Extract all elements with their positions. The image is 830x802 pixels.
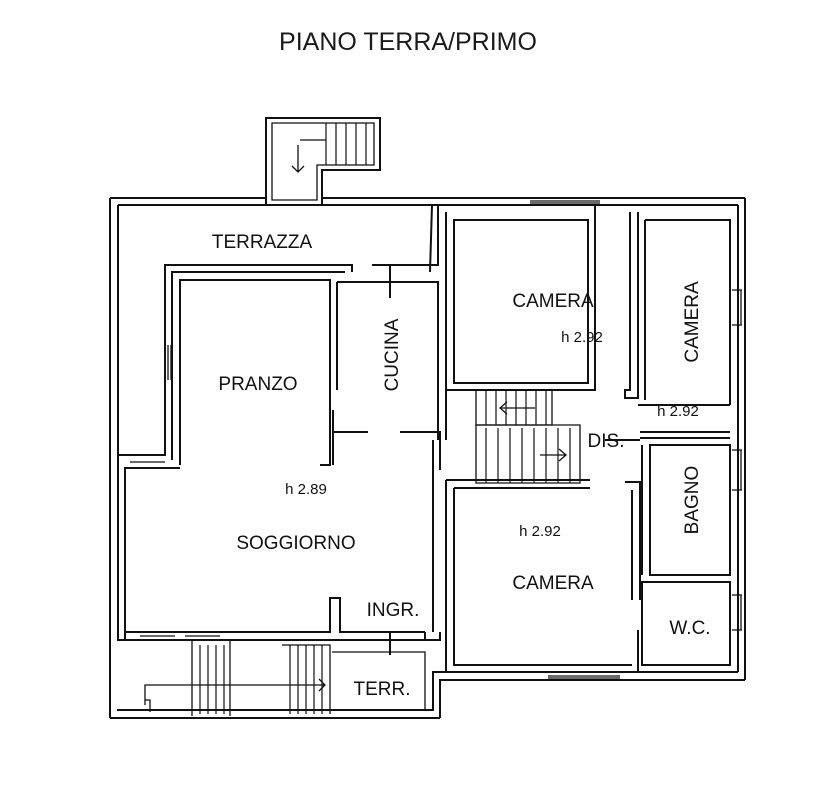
room-label-camera-right: CAMERA [682,281,703,363]
central-stair [475,389,581,484]
south-stair [144,640,426,716]
room-label-pranzo: PRANZO [218,374,297,395]
stair-down-arrow-icon [291,145,305,173]
plan-title: PIANO TERRA/PRIMO [279,28,537,56]
height-label-soggiorno: h 2.89 [285,481,327,498]
height-label-camera-top: h 2.92 [561,329,603,346]
room-label-ingr: INGR. [367,600,420,621]
room-label-soggiorno: SOGGIORNO [236,533,355,554]
north-stair [265,117,381,206]
room-label-terrazza: TERRAZZA [212,232,313,253]
room-label-camera-bottom: CAMERA [512,573,594,594]
interior-walls [117,204,731,672]
room-label-camera-top: CAMERA [512,291,594,312]
room-label-wc: W.C. [669,618,710,639]
room-label-dis: DIS. [588,431,625,452]
north-stair-steps [300,123,367,165]
windows [130,200,742,679]
stair-right-arrow-icon [540,448,567,462]
doors [389,265,640,655]
room-label-terr: TERR. [354,679,411,700]
height-label-camera-bottom: h 2.92 [519,523,561,540]
south-stair-arrow-icon [144,678,326,705]
stair-left-arrow-icon [499,401,535,415]
height-label-camera-right: h 2.92 [657,403,699,420]
exterior-walls [109,197,746,719]
room-label-cucina: CUCINA [382,318,403,391]
room-label-bagno: BAGNO [682,466,703,535]
